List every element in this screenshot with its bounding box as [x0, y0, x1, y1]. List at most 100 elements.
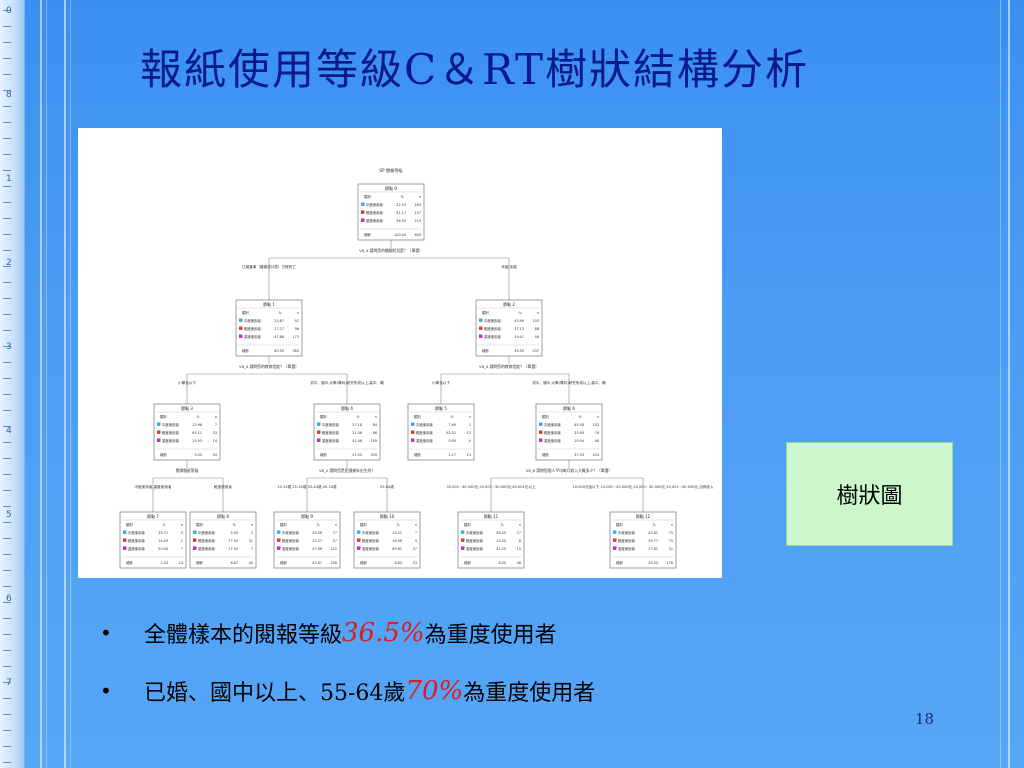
tree-node-title: 節點 2 — [503, 301, 515, 307]
tree-node-box — [273, 511, 341, 569]
tree-node-col-header: % — [162, 523, 166, 527]
tree-legend-swatch — [411, 422, 415, 426]
tree-node-category: 輕度使用者 — [128, 538, 146, 543]
tree-legend-swatch — [157, 438, 161, 442]
tree-node-title: 節點 5 — [435, 405, 447, 411]
ruler-tick — [3, 250, 11, 251]
tree-node-total-percent: 29.33 — [648, 561, 658, 565]
ruler-tick — [3, 442, 11, 443]
tree-node-col-header: n — [519, 523, 521, 527]
bullet-suffix: 為重度使用者 — [424, 623, 557, 648]
decorative-stripe — [1000, 0, 1001, 768]
tree-node-percent: 5.00 — [230, 531, 238, 535]
tree-diagram-label-text: 樹狀圖 — [836, 484, 903, 509]
decorative-stripe — [40, 0, 42, 768]
tree-legend-swatch — [613, 538, 617, 542]
tree-node-col-header: 類別 — [320, 414, 327, 419]
tree-legend-swatch — [193, 530, 197, 534]
tree-node-col-header: % — [232, 523, 236, 527]
ruler-tick — [3, 602, 11, 603]
tree-node-category: 重度使用者 — [366, 218, 384, 223]
tree-legend-swatch — [239, 334, 243, 338]
tree-node-count: 37 — [413, 547, 417, 551]
tree-node-category: 中度使用者 — [128, 530, 146, 535]
ruler-tick — [3, 298, 11, 299]
ruler-tick — [3, 314, 11, 315]
tree-edge — [569, 477, 644, 512]
tree-node-percent: 39.77 — [648, 539, 658, 543]
tree-node-total-label: 總數 — [320, 452, 327, 457]
ruler-number: 6 — [6, 594, 12, 604]
bullet-prefix: 全體樣本的閱報等級 — [144, 623, 343, 648]
tree-node-col-header: n — [251, 523, 253, 527]
tree-edge — [509, 373, 570, 404]
tree-node-total-percent: 42.67 — [312, 561, 322, 565]
tree-node-percent: 17.61 — [648, 547, 658, 551]
tree-node-percent: 17.50 — [228, 547, 238, 551]
tree-branch-label: 小學及以下 — [432, 380, 450, 385]
tree-node-percent: 12.50 — [496, 539, 506, 543]
tree-node-category: 重度使用者 — [128, 546, 146, 551]
ruler-tick — [3, 506, 11, 507]
tree-node-col-header: n — [537, 311, 539, 315]
ruler-tick — [3, 666, 11, 667]
tree-node-col-header: % — [450, 415, 454, 419]
tree-node-category: 輕度使用者 — [162, 430, 180, 435]
ruler-number: 8 — [6, 90, 12, 100]
ruler-tick — [3, 202, 11, 203]
tree-node-count: 33 — [213, 431, 217, 435]
bullet-marker: • — [100, 621, 112, 645]
ruler-tick — [3, 90, 11, 91]
tree-node-title: 節點 8 — [217, 513, 229, 519]
tree-node-total-label: 總數 — [160, 452, 167, 457]
ruler-tick — [3, 490, 11, 491]
bullet-highlight: 70% — [405, 676, 464, 706]
tree-node-percent: 37.13 — [514, 327, 524, 331]
tree-edge — [186, 373, 269, 404]
tree-node-category: 中度使用者 — [198, 530, 216, 535]
tree-node-percent: 0.00 — [448, 439, 456, 443]
ruler-tick — [3, 378, 11, 379]
tree-split-label: V6_4 請問您的教育程度？（單選） — [239, 364, 299, 369]
tree-diagram-label: 樹狀圖 — [786, 442, 953, 546]
tree-legend-swatch — [357, 530, 361, 534]
tree-node-total-label: 總數 — [242, 348, 249, 353]
tree-legend-swatch — [479, 334, 483, 338]
tree-legend-swatch — [157, 422, 161, 426]
ruler-tick — [3, 570, 11, 571]
tree-node-category: 輕度使用者 — [544, 430, 562, 435]
tree-node-percent: 7.69 — [448, 423, 456, 427]
tree-legend-swatch — [411, 438, 415, 442]
tree-legend-swatch — [277, 530, 281, 534]
tree-edge — [391, 257, 510, 300]
tree-node-title: 節點 9 — [301, 513, 313, 519]
tree-node-total-label: 總數 — [482, 348, 489, 353]
ruler-tick — [3, 714, 11, 715]
tree-node-total-percent: 37.33 — [574, 453, 584, 457]
tree-node-box — [475, 299, 543, 357]
ruler-tick — [3, 330, 11, 331]
tree-node-category: 中度使用者 — [322, 422, 340, 427]
tree-node-total-count: 53 — [413, 561, 417, 565]
tree-node-category: 輕度使用者 — [466, 538, 484, 543]
tree-node-count: 1 — [469, 423, 471, 427]
tree-legend-swatch — [317, 438, 321, 442]
tree-legend-swatch — [317, 430, 321, 434]
tree-node-total-label: 總數 — [360, 560, 367, 565]
tree-node-col-header: n — [215, 415, 217, 419]
tree-node-total-percent: 8.83 — [394, 561, 402, 565]
tree-node-total-count: 176 — [667, 561, 673, 565]
tree-node-title: 節點 0 — [385, 185, 397, 191]
tree-edge — [347, 477, 388, 512]
tree-node-count: 0 — [469, 439, 471, 443]
tree-legend-swatch — [411, 430, 415, 434]
tree-node-col-header: % — [500, 523, 504, 527]
tree-node-category: 中度使用者 — [366, 202, 384, 207]
tree-node-count: 173 — [293, 335, 299, 339]
tree-legend-swatch — [361, 210, 365, 214]
tree-node-percent: 14.29 — [158, 539, 168, 543]
tree-node-col-header: n — [181, 523, 183, 527]
tree-node-percent: 45.58 — [574, 423, 584, 427]
tree-legend-swatch — [461, 530, 465, 534]
